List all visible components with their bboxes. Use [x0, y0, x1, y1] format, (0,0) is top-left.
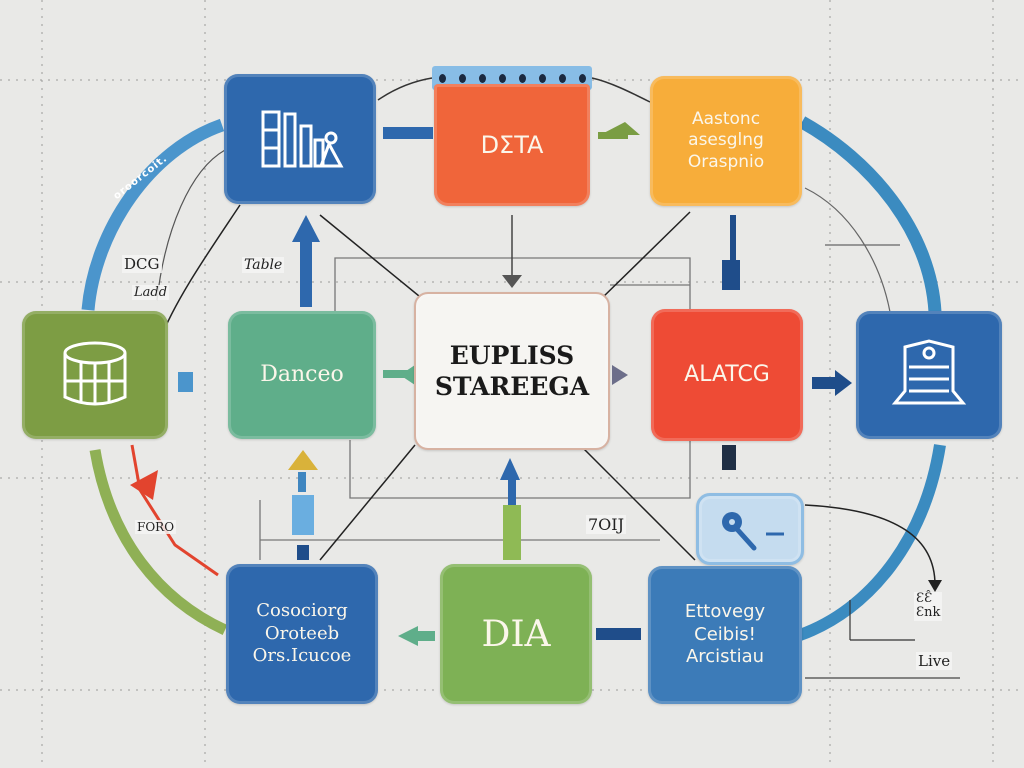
node-top-center[interactable]: DΣTA — [434, 84, 590, 206]
label-live: Live — [916, 652, 953, 670]
node-label: Aastonc asesglng Oraspnio — [687, 109, 765, 172]
center-title-line2: STAREEGA — [434, 372, 590, 401]
dot — [498, 73, 506, 83]
dot — [458, 73, 466, 83]
node-top-right[interactable]: Aastonc asesglng Oraspnio — [650, 76, 802, 206]
database-icon — [63, 341, 127, 406]
node-bottom-center[interactable]: DIA — [440, 564, 592, 704]
node-label: Danceo — [260, 362, 344, 388]
node-label: DΣTA — [480, 131, 544, 159]
label-table: Table — [242, 257, 285, 273]
node-bottom-right[interactable]: Ettovegy Ceibis! Arcistiau — [648, 566, 802, 704]
dot — [558, 73, 566, 83]
label-code: 7OIJ — [586, 515, 627, 534]
node-mid-far-right[interactable] — [856, 311, 1002, 439]
dot — [538, 73, 546, 83]
node-label: ALATCG — [684, 362, 770, 388]
dot — [438, 73, 446, 83]
node-mid-far-left[interactable] — [22, 311, 168, 439]
bar-chart-icon — [261, 110, 344, 168]
label-ladd: Ladd — [132, 285, 170, 300]
node-bottom-left[interactable]: Cosociorg Oroteeb Ors.Icucoe — [226, 564, 378, 704]
arrows — [130, 122, 960, 679]
node-mid-right[interactable]: ALATCG — [651, 309, 803, 441]
dot — [478, 73, 486, 83]
node-label: Cosociorg Oroteeb Ors.Icucoe — [252, 600, 352, 667]
label-eee: ƐƐ̂ Ɛnk — [914, 591, 943, 621]
arc-top-right — [798, 116, 942, 313]
node-center[interactable]: EUPLISS STAREEGA — [414, 292, 610, 450]
arc-bottom-left — [89, 449, 228, 635]
arc-top-left — [81, 118, 225, 311]
label-foro: FORO — [135, 520, 177, 534]
search-icon — [722, 512, 784, 551]
node-label: DIA — [481, 613, 551, 655]
node-top-left[interactable] — [224, 74, 376, 204]
label-dcg: DCG — [122, 255, 162, 273]
archive-icon — [891, 339, 967, 405]
node-mid-left[interactable]: Danceo — [228, 311, 376, 439]
dot — [518, 73, 526, 83]
arc-bottom-right — [797, 444, 946, 641]
search-card[interactable] — [696, 493, 804, 565]
center-title-line1: EUPLISS — [449, 340, 575, 370]
dot — [578, 73, 586, 83]
node-label: Ettovegy Ceibis! Arcistiau — [684, 601, 766, 668]
